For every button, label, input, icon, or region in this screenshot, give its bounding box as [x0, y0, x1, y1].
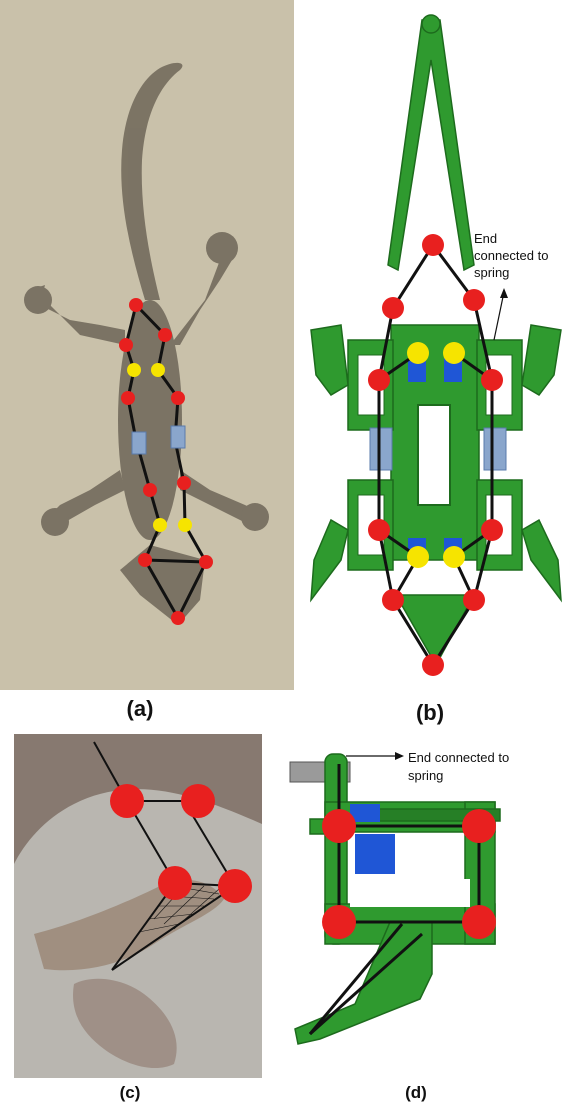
panel-b-robot-cad: End connected to spring	[296, 0, 578, 690]
spring-block-right	[483, 427, 507, 471]
annotation-arrow-b	[493, 291, 505, 341]
annotation-arrowhead-b	[500, 288, 508, 298]
annotation-b-line2: connected to	[474, 248, 548, 263]
leg-photo-illustration	[14, 734, 262, 1078]
panel-d-leg-cad: End connected to spring	[280, 734, 578, 1078]
panel-a-gecko-photo	[0, 0, 294, 690]
gecko-silhouette	[24, 62, 269, 625]
gecko-spring-block-right	[170, 425, 186, 449]
robot-joints	[368, 234, 503, 676]
leg-frame-window	[350, 879, 470, 907]
gecko-photo-illustration	[0, 0, 294, 690]
caption-d: (d)	[405, 1083, 427, 1102]
caption-a: (a)	[126, 696, 154, 721]
robot-cad-illustration: End connected to spring	[296, 0, 578, 690]
annotation-b-line1: End	[474, 231, 497, 246]
caption-c: (c)	[119, 1083, 141, 1102]
leg-joints	[110, 784, 252, 903]
robot-frame-window	[417, 404, 451, 506]
panel-c-leg-photo	[14, 734, 262, 1078]
annotation-b-line3: spring	[474, 265, 509, 280]
motor-front-right	[444, 358, 462, 382]
annotation-arrowhead-d	[395, 752, 404, 760]
leg-cad-joints	[322, 809, 496, 939]
caption-b: (b)	[415, 700, 445, 725]
leg-cad-illustration: End connected to spring	[280, 734, 578, 1078]
gecko-spring-block-left	[131, 431, 147, 455]
motor-block-top	[350, 804, 380, 822]
spring-block-left	[369, 427, 393, 471]
annotation-d-line1: End connected to	[408, 750, 509, 765]
motor-block	[355, 834, 395, 874]
motor-front-left	[408, 358, 426, 382]
annotation-d-line2: spring	[408, 768, 443, 783]
gecko-joints	[119, 298, 213, 625]
